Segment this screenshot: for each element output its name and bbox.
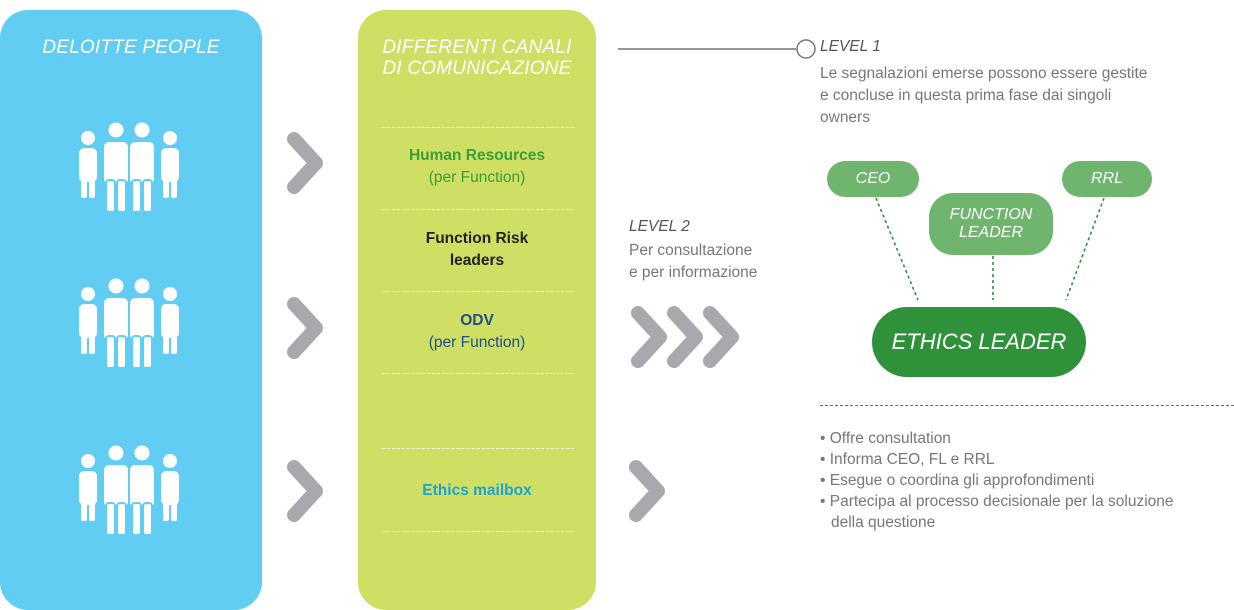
divider [382, 209, 574, 210]
people-group-icon [78, 443, 180, 536]
function-leader-node: FUNCTION LEADER [929, 193, 1053, 255]
level2-line: e per informazione [629, 264, 758, 281]
level2-description: Per consultazione e per informazione [629, 240, 799, 284]
divider [382, 373, 574, 374]
people-group-icon [78, 276, 180, 369]
channel-ethics-mailbox: Ethics mailbox [422, 482, 532, 499]
chevron-right-icon [287, 297, 323, 359]
channel-function-risk-leaders: Function Risk leaders [358, 228, 596, 272]
channel-label: Function Risk [425, 230, 529, 247]
level1-title: LEVEL 1 [820, 38, 881, 55]
channel-human-resources: Human Resources (per Function) [358, 145, 596, 189]
ethics-leader-node: ETHICS LEADER [872, 307, 1086, 377]
level1-description: Le segnalazioni emerse possono essere ge… [820, 63, 1220, 129]
bullet-item: • Offre consultation [820, 430, 951, 447]
bullet-item: • Esegue o coordina gli approfondimenti [820, 472, 1095, 489]
ceo-node: CEO [827, 161, 919, 197]
bullet-item: • Partecipa al processo decisionale per … [820, 493, 1174, 510]
section-divider [820, 405, 1234, 406]
chevron-right-icon [287, 460, 323, 522]
channel-sublabel: (per Function) [428, 169, 526, 186]
channels-panel [358, 10, 596, 610]
function-leader-line: LEADER [958, 224, 1024, 241]
channels-panel-title: DIFFERENTI CANALI DI COMUNICAZIONE [358, 37, 596, 79]
level2-line: Per consultazione [629, 242, 753, 259]
channels-title-line2: DI COMUNICAZIONE [382, 58, 572, 79]
level1-line: Le segnalazioni emerse possono essere ge… [820, 65, 1148, 82]
level2-title: LEVEL 2 [629, 218, 690, 235]
level1-connector [618, 39, 816, 59]
chevron-right-icon [629, 460, 665, 522]
divider [382, 531, 574, 532]
channel-label: Human Resources [408, 147, 546, 164]
level1-line: owners [820, 109, 870, 126]
triple-chevron-icon [631, 306, 739, 368]
function-leader-line: FUNCTION [949, 206, 1033, 223]
bullet-item: • Informa CEO, FL e RRL [820, 451, 995, 468]
people-panel-title: DELOITTE PEOPLE [42, 37, 220, 58]
divider [382, 127, 574, 128]
level1-line: e concluse in questa prima fase dai sing… [820, 87, 1112, 104]
channels-title-line1: DIFFERENTI CANALI [382, 37, 572, 58]
rrl-node: RRL [1062, 161, 1152, 197]
ethics-leader-duties: • Offre consultation • Informa CEO, FL e… [820, 428, 1234, 533]
connector-node-icon [796, 39, 816, 59]
divider [382, 448, 574, 449]
channel-label: ODV [460, 312, 494, 329]
channel-odv: ODV (per Function) [358, 310, 596, 354]
channel-sublabel: leaders [449, 252, 505, 269]
divider [382, 291, 574, 292]
people-group-icon [78, 120, 180, 213]
chevron-right-icon [287, 132, 323, 194]
channel-sublabel: (per Function) [428, 334, 526, 351]
org-connectors [875, 197, 1105, 301]
bullet-item-continuation: della questione [831, 514, 936, 531]
